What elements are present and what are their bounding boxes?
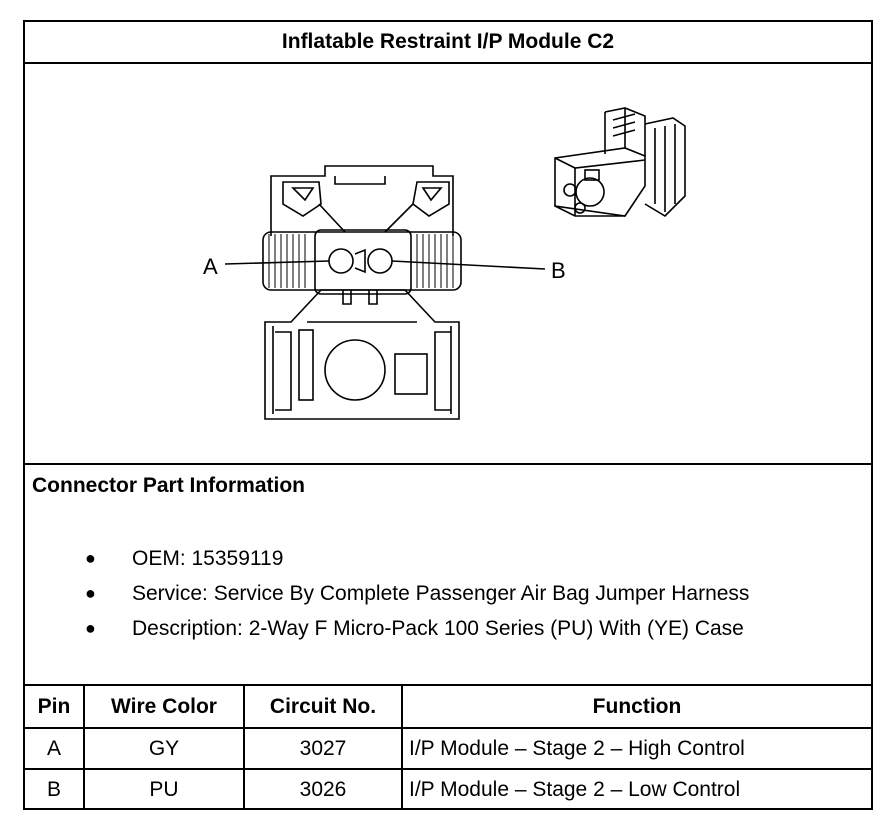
sheet-title: Inflatable Restraint I/P Module C2 [25, 22, 871, 64]
list-item: ● OEM: 15359119 [25, 541, 749, 576]
cell-pin: A [25, 727, 85, 770]
connector-info-list: ● OEM: 15359119 ● Service: Service By Comp… [25, 541, 749, 646]
connector-info-section: Connector Part Information ● OEM: 1535911… [25, 465, 871, 686]
list-item: ● Service: Service By Complete Passenger … [25, 576, 749, 611]
cell-wire-color: PU [83, 768, 245, 810]
list-item-text: Description: 2-Way F Micro-Pack 100 Seri… [132, 617, 744, 640]
column-header-pin: Pin [25, 686, 85, 729]
column-header-wire-color: Wire Color [83, 686, 245, 729]
list-item-text: Service: Service By Complete Passenger A… [132, 582, 750, 605]
table-row: B PU 3026 I/P Module – Stage 2 – Low Con… [25, 768, 871, 810]
bullet-icon: ● [85, 618, 96, 638]
pin-table: Pin Wire Color Circuit No. Function A GY… [25, 686, 871, 810]
column-header-function: Function [401, 686, 871, 729]
connector-drawing: A B [203, 107, 686, 420]
list-item: ● Description: 2-Way F Micro-Pack 100 Ser… [25, 611, 749, 646]
column-header-circuit: Circuit No. [243, 686, 403, 729]
table-row: A GY 3027 I/P Module – Stage 2 – High Co… [25, 727, 871, 770]
connector-sheet: Inflatable Restraint I/P Module C2 [23, 20, 873, 810]
cell-pin: B [25, 768, 85, 810]
cell-function: I/P Module – Stage 2 – High Control [401, 727, 871, 770]
connector-figure: A B [25, 64, 871, 465]
connector-iso-view [554, 107, 686, 218]
cell-circuit: 3026 [243, 768, 403, 810]
pin-label-b: B [551, 258, 566, 283]
bullet-icon: ● [85, 583, 96, 603]
cell-circuit: 3027 [243, 727, 403, 770]
pin-label-a: A [203, 254, 218, 279]
connector-front-view [262, 165, 462, 420]
bullet-icon: ● [85, 548, 96, 568]
list-item-text: OEM: 15359119 [132, 547, 284, 570]
table-header-row: Pin Wire Color Circuit No. Function [25, 686, 871, 729]
cell-function: I/P Module – Stage 2 – Low Control [401, 768, 871, 810]
connector-info-heading: Connector Part Information [32, 474, 306, 497]
cell-wire-color: GY [83, 727, 245, 770]
